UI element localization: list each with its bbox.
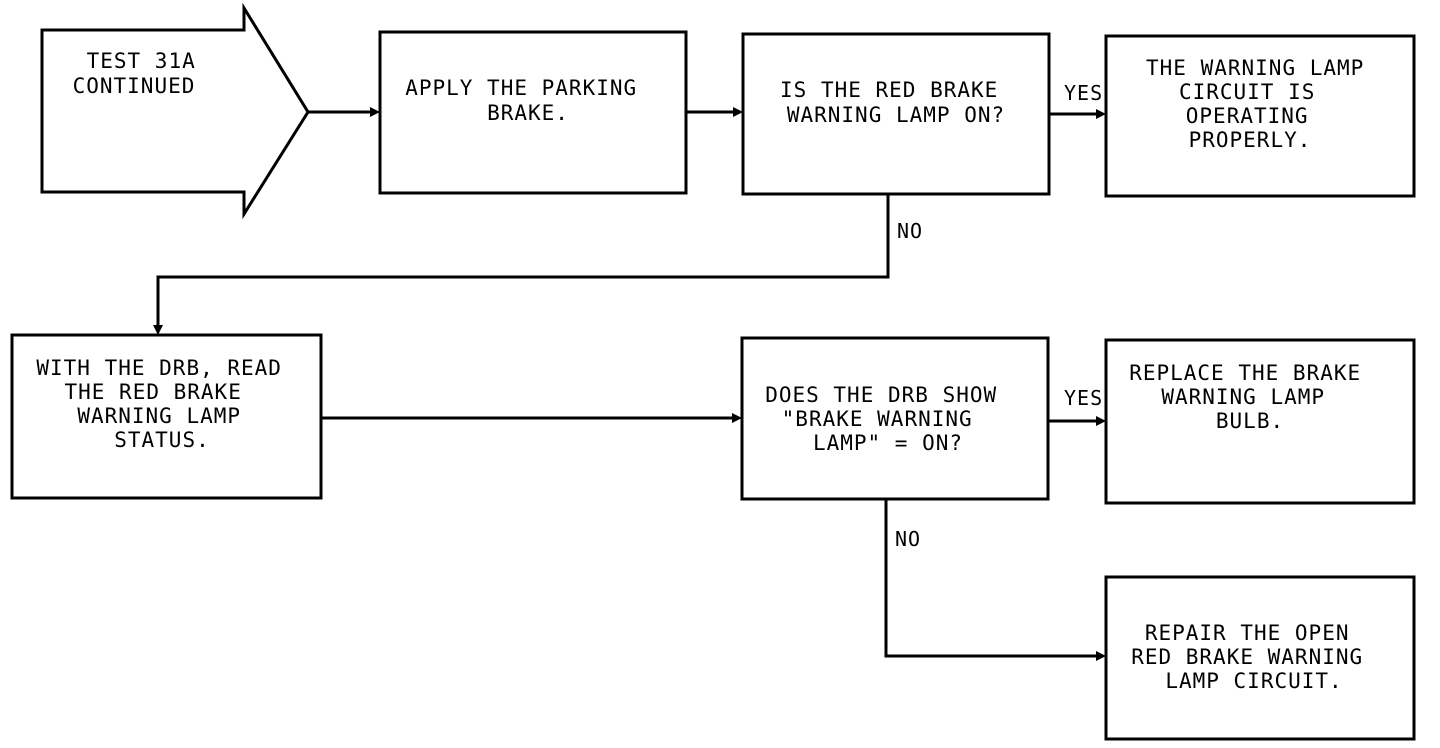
question2-no-label: NO (895, 527, 921, 551)
start-arrow-shape (40, 2, 310, 220)
arrowhead-question2-no (1096, 651, 1106, 661)
arrowhead-question1-no (153, 325, 163, 335)
question1-yes-label: YES (1064, 81, 1103, 105)
circuit-ok-box (1104, 34, 1416, 198)
drb-question-box (740, 336, 1050, 501)
connector-question1-no (156, 194, 890, 327)
apply-brake-box (378, 30, 688, 195)
arrowhead-question1-yes (1096, 109, 1106, 119)
apply-brake-label: APPLY THE PARKING BRAKE. (405, 76, 651, 125)
question1-no-label: NO (897, 219, 923, 243)
arrowhead-read-to-question2 (732, 413, 742, 423)
replace-bulb-box (1104, 338, 1416, 505)
read-status-label: WITH THE DRB, READ THE RED BRAKE WARNING… (36, 356, 295, 452)
repair-circuit-box (1104, 575, 1416, 741)
arrowhead-question2-yes (1096, 416, 1106, 426)
read-status-box (10, 333, 323, 500)
question2-yes-label: YES (1064, 386, 1103, 410)
circuit-ok-label: THE WARNING LAMP CIRCUIT IS OPERATING PR… (1146, 56, 1378, 152)
arrowhead-start-to-apply (370, 107, 380, 117)
replace-bulb-label: REPLACE THE BRAKE WARNING LAMP BULB. (1129, 361, 1375, 433)
connector-question2-no (884, 499, 1098, 658)
lamp-on-question-label: IS THE RED BRAKE WARNING LAMP ON? (780, 78, 1012, 127)
start-label: TEST 31A CONTINUED (73, 49, 210, 98)
drb-question-label: DOES THE DRB SHOW "BRAKE WARNING LAMP" =… (765, 383, 1011, 455)
repair-circuit-label: REPAIR THE OPEN RED BRAKE WARNING LAMP C… (1131, 621, 1377, 693)
arrowhead-apply-to-question1 (733, 107, 743, 117)
